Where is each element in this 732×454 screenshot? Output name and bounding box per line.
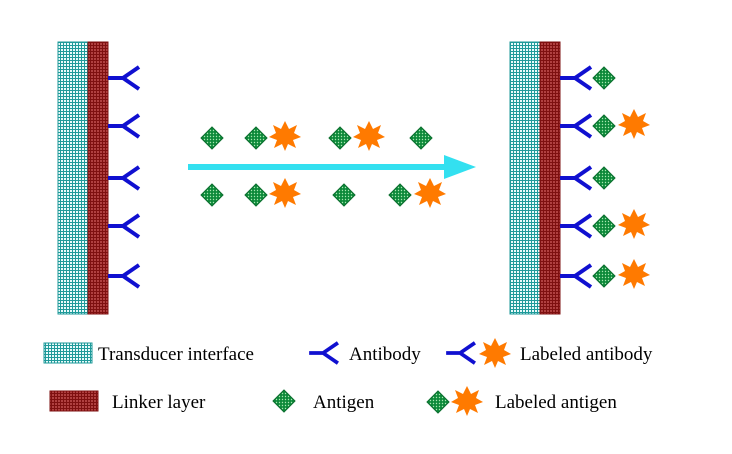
left-transducer-interface <box>57 41 89 315</box>
antigen-icon <box>592 166 616 190</box>
antigen-icon <box>328 126 352 150</box>
antibody-icon <box>558 263 593 289</box>
antigen-icon <box>409 126 433 150</box>
antigen-icon <box>200 183 224 207</box>
left-linker-layer <box>87 41 109 315</box>
antibody-icon <box>558 65 593 91</box>
label-icon <box>618 209 650 239</box>
antigen-icon <box>244 126 268 150</box>
legend-antibody-icon <box>307 340 340 366</box>
antibody-icon <box>106 113 141 139</box>
antibody-icon <box>106 213 141 239</box>
legend-labeled-antibody-icon <box>444 340 477 366</box>
antigen-icon <box>244 183 268 207</box>
bound-antigens <box>592 66 650 289</box>
right-transducer-interface <box>509 41 541 315</box>
antigen-icon <box>200 126 224 150</box>
legend-labeled-antigen-label: Labeled antigen <box>495 392 617 413</box>
antibody-icon <box>558 213 593 239</box>
antibody-icon <box>106 65 141 91</box>
label-icon <box>269 178 301 208</box>
antibody-icon <box>558 165 593 191</box>
legend: Transducer interface Antibody Labeled an… <box>43 338 653 416</box>
antigen-icon <box>592 264 616 288</box>
antigen-icon <box>592 114 616 138</box>
legend-antigen-icon <box>272 389 296 413</box>
right-antibodies <box>558 65 593 289</box>
legend-label-icon <box>479 338 511 368</box>
antigen-icon <box>592 214 616 238</box>
legend-transducer-label: Transducer interface <box>98 344 254 365</box>
legend-antibody-label: Antibody <box>349 344 421 365</box>
legend-labeled-antigen-label-icon <box>451 386 483 416</box>
label-icon <box>618 109 650 139</box>
legend-linker-label: Linker layer <box>112 392 206 413</box>
antigen-icon <box>388 183 412 207</box>
reaction-arrow <box>188 155 476 179</box>
legend-labeled-antigen-antigen-icon <box>426 390 450 414</box>
label-icon <box>269 121 301 151</box>
legend-labeled-antibody-label: Labeled antibody <box>520 344 653 365</box>
right-linker-layer <box>539 41 561 315</box>
label-icon <box>618 259 650 289</box>
legend-antigen-label: Antigen <box>313 392 375 413</box>
legend-transducer-swatch <box>43 342 93 364</box>
antigen-icon <box>592 66 616 90</box>
antibody-icon <box>106 165 141 191</box>
label-icon <box>353 121 385 151</box>
antibody-icon <box>558 113 593 139</box>
label-icon <box>414 178 446 208</box>
right-electrode <box>509 41 561 315</box>
antibody-icon <box>106 263 141 289</box>
legend-linker-swatch <box>49 390 99 412</box>
left-antibodies <box>106 65 141 289</box>
left-electrode <box>57 41 109 315</box>
antigen-icon <box>332 183 356 207</box>
